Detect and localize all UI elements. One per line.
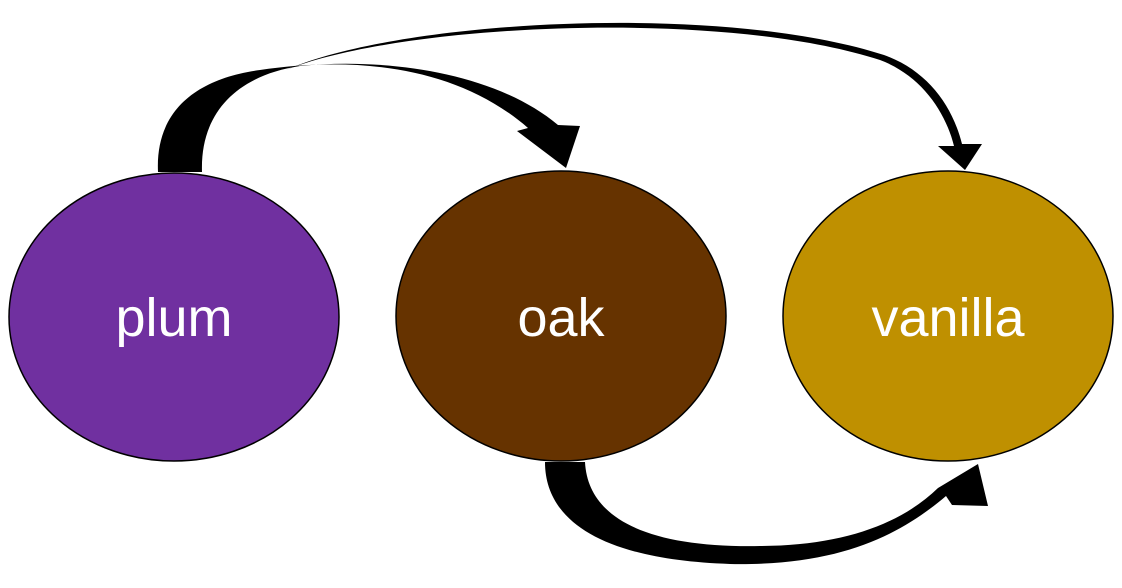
node-vanilla-shape [782, 170, 1114, 462]
arrow-oak-to-vanilla [545, 462, 988, 565]
arrow-plum-to-vanilla [286, 22, 982, 170]
node-oak-shape [395, 170, 727, 462]
node-vanilla-label: vanilla [871, 288, 1025, 348]
node-plum[interactable]: plum [8, 172, 340, 462]
node-plum-shape [8, 172, 340, 462]
node-oak-label: oak [517, 288, 605, 348]
node-plum-label: plum [115, 288, 232, 348]
arrow-plum-to-oak [157, 63, 581, 172]
node-vanilla[interactable]: vanilla [782, 170, 1114, 462]
node-oak[interactable]: oak [395, 170, 727, 462]
